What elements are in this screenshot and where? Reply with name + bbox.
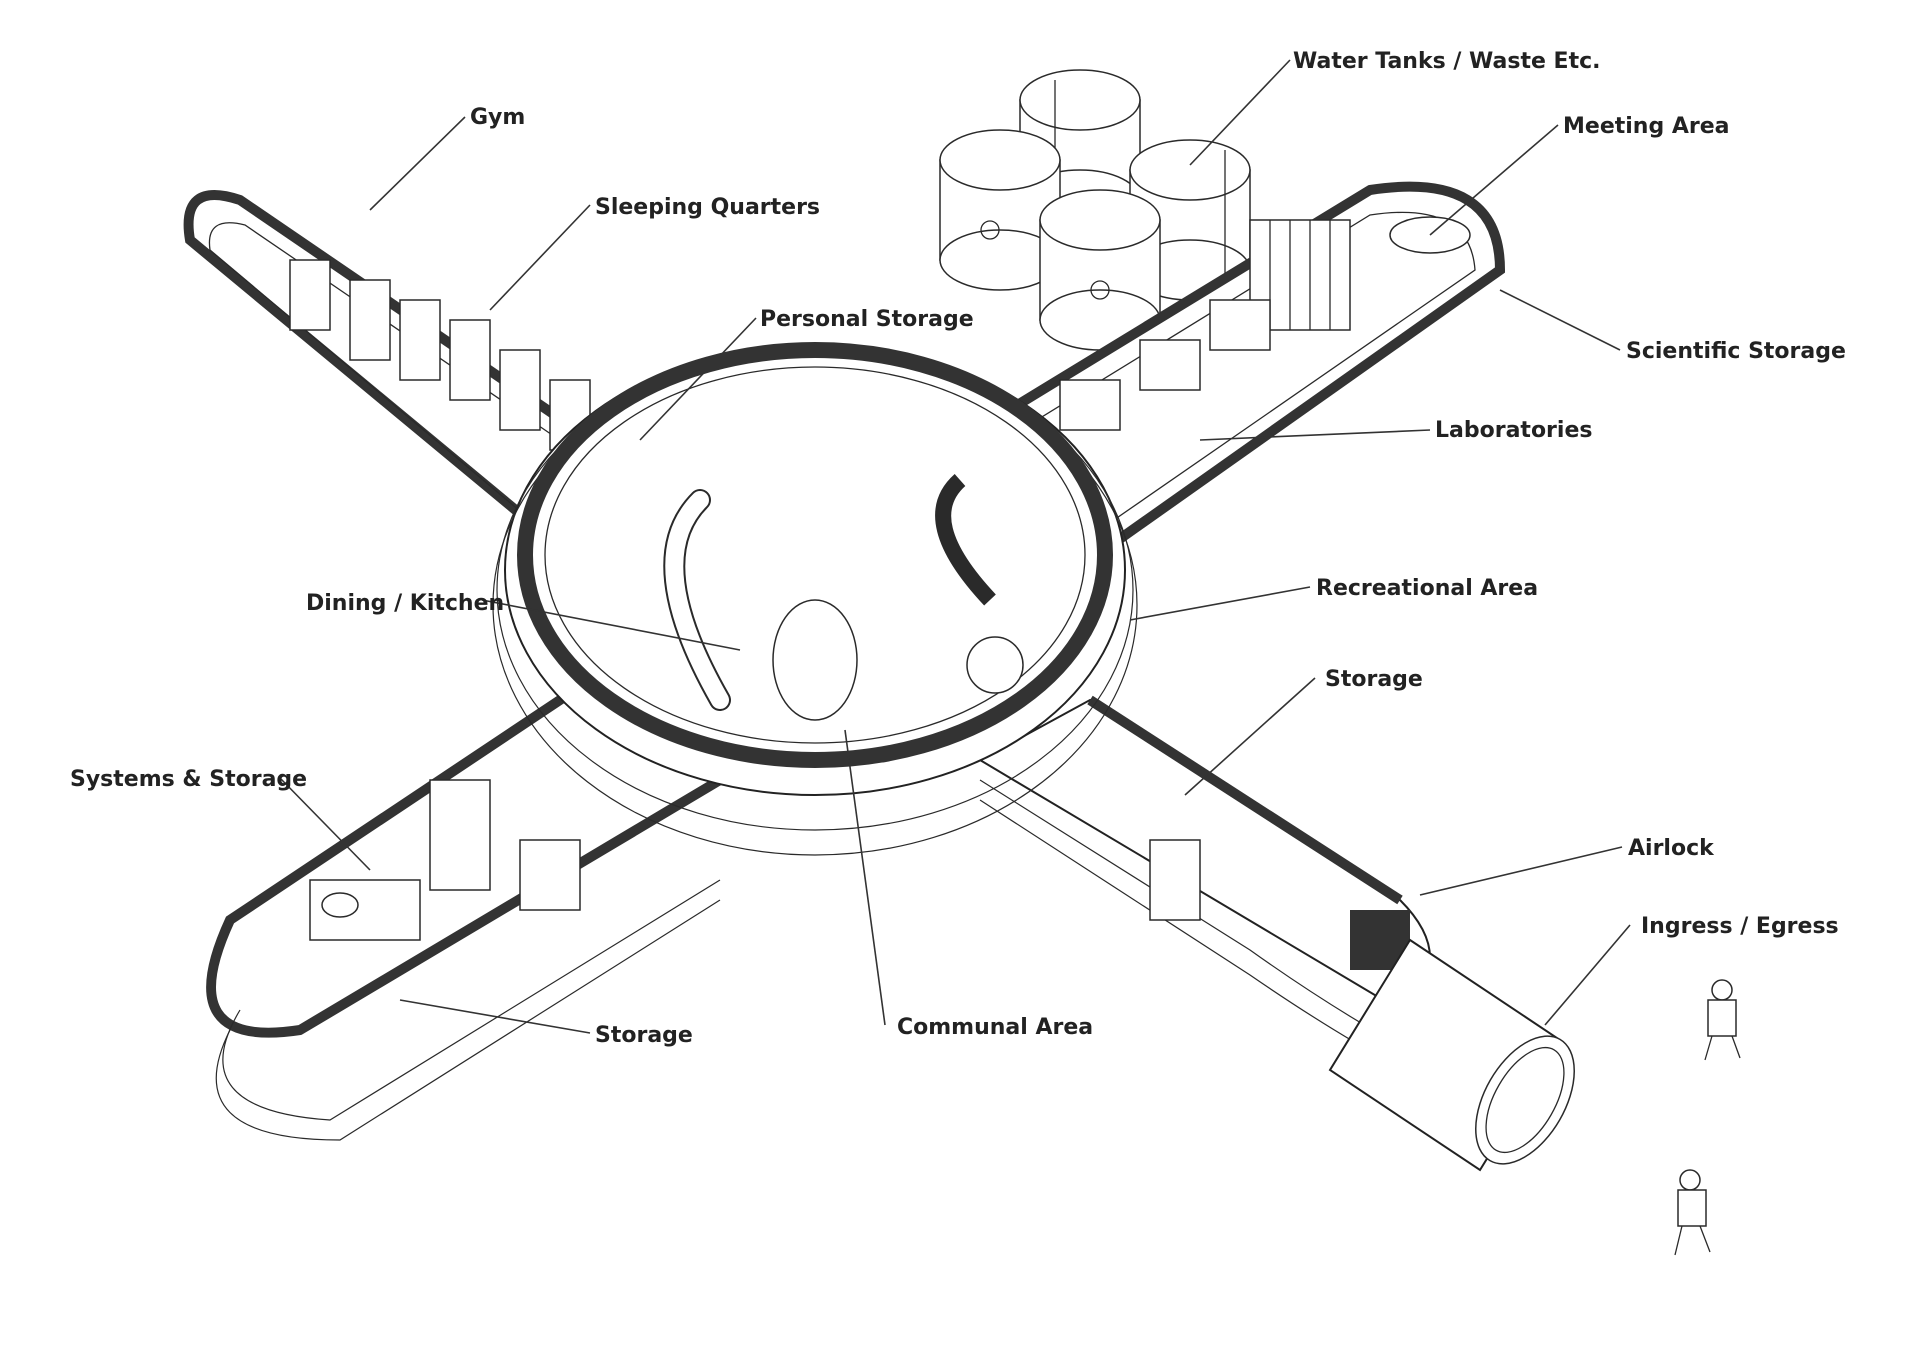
astronaut-figure <box>1674 1169 1711 1256</box>
label-laboratories: Laboratories <box>1435 418 1592 443</box>
recreational-ball <box>966 636 1024 694</box>
label-meeting-area: Meeting Area <box>1563 114 1730 139</box>
label-systems-storage: Systems & Storage <box>70 767 307 792</box>
label-recreational-area: Recreational Area <box>1316 576 1538 601</box>
label-gym: Gym <box>470 105 525 130</box>
label-personal-storage: Personal Storage <box>760 307 974 332</box>
arm-southwest <box>206 675 723 1141</box>
laboratory-benches <box>1059 299 1271 431</box>
water-tank <box>1039 189 1161 351</box>
label-storage-right: Storage <box>1325 667 1423 692</box>
label-storage-bottom: Storage <box>595 1023 693 1048</box>
ingress-egress-tube <box>1328 938 1575 1172</box>
recreational-seating <box>935 474 996 606</box>
water-tanks <box>939 69 1251 351</box>
central-hub <box>492 342 1138 856</box>
arm-southeast <box>977 695 1575 1172</box>
water-tank <box>1129 139 1251 301</box>
leader-lines <box>279 59 1631 1034</box>
systems-equipment <box>309 779 581 941</box>
label-ingress-egress: Ingress / Egress <box>1641 914 1839 939</box>
storage-cabinet <box>1149 839 1201 921</box>
water-tank <box>939 129 1061 291</box>
label-airlock: Airlock <box>1628 836 1715 861</box>
label-communal-area: Communal Area <box>897 1015 1093 1040</box>
astronaut-figure <box>1704 979 1741 1061</box>
label-dining-kitchen: Dining / Kitchen <box>306 591 504 616</box>
dining-table <box>772 599 858 721</box>
label-scientific-storage: Scientific Storage <box>1626 339 1846 364</box>
label-sleeping-quarters: Sleeping Quarters <box>595 195 820 220</box>
label-water-tanks: Water Tanks / Waste Etc. <box>1293 49 1601 74</box>
arm-northeast <box>957 181 1506 565</box>
